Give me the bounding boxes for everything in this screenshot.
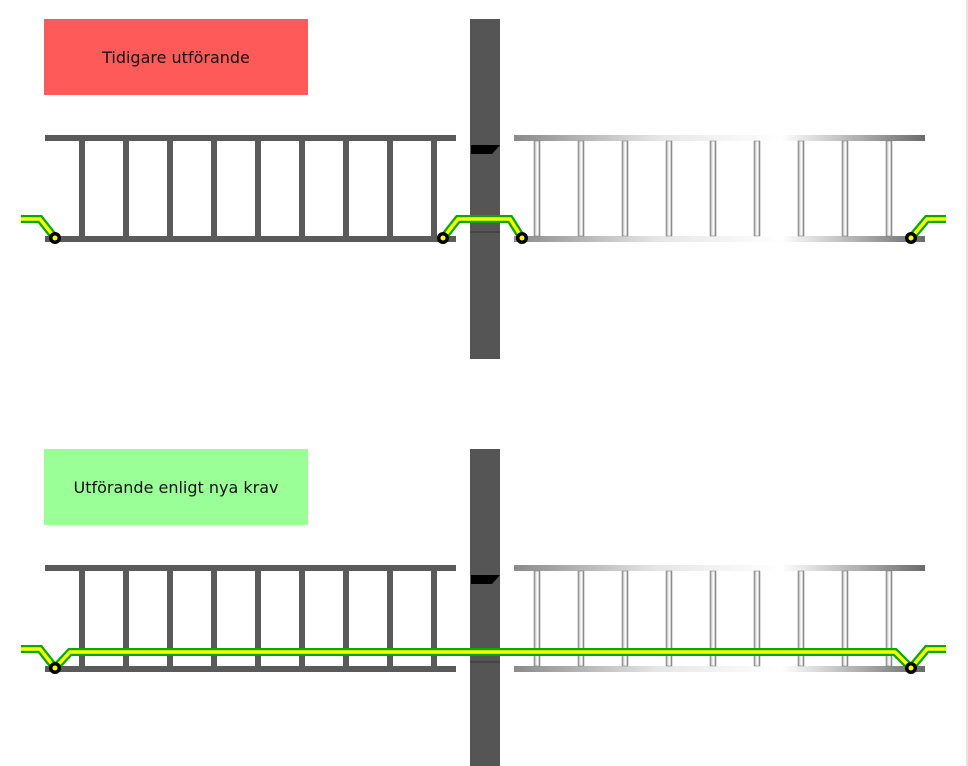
wall [470,19,500,359]
left-ladder-rung [387,141,393,236]
wall-notch [471,145,500,154]
left-ladder-rung [255,571,261,666]
right-ladder-rung [577,140,585,237]
left-ladder-rung [299,141,305,236]
left-ladder-rung [343,571,349,666]
right-ladder-rung [753,140,761,237]
right-ladder-rung [841,140,849,237]
right-ladder-rung [797,570,805,667]
right-ladder-bottom-rail [514,236,925,242]
left-ladder-rung [167,571,173,666]
connection-node-center [52,235,58,241]
label-previous-design-text: Tidigare utförande [102,47,250,67]
right-ladder-rung [621,140,629,237]
connection-node-center [440,235,446,241]
left-ladder-rung [299,571,305,666]
page-edge [966,0,968,766]
left-ladder-rung [123,571,129,666]
conductor-inner [21,217,57,240]
wall [470,449,500,766]
conductor-inner [441,217,524,240]
left-ladder-rung [167,141,173,236]
left-ladder-rung [211,571,217,666]
wall-notch [471,575,500,584]
right-ladder-rung [533,140,541,237]
label-new-design-text: Utförande enligt nya krav [73,477,279,497]
right-ladder-rung [665,570,673,667]
conductor-inner [909,217,946,240]
left-ladder-rung [79,141,85,236]
left-ladder-bottom-rail [45,236,456,242]
left-ladder-rung [123,141,129,236]
right-ladder-rung [665,140,673,237]
conductor-inner [21,647,946,671]
right-ladder-rung [709,570,717,667]
left-ladder-top-rail [45,135,456,141]
right-ladder-top-rail [514,135,925,141]
connection-node-center [519,235,525,241]
right-ladder-rung [577,570,585,667]
right-ladder-rung [753,570,761,667]
left-ladder-rung [387,571,393,666]
left-ladder-rung [79,571,85,666]
label-previous-design: Tidigare utförande [44,19,308,95]
right-ladder-bottom-rail [514,666,925,672]
right-ladder-top-rail [514,565,925,571]
left-ladder-rung [211,141,217,236]
right-ladder-rung [885,570,893,667]
left-ladder-bottom-rail [45,666,456,672]
connection-node-center [908,235,914,241]
left-ladder-rung [255,141,261,236]
connection-node-center [52,665,58,671]
label-new-design: Utförande enligt nya krav [44,449,308,525]
right-ladder-rung [709,140,717,237]
left-ladder-rung [431,571,437,666]
right-ladder-rung [533,570,541,667]
left-ladder-top-rail [45,565,456,571]
left-ladder-rung [431,141,437,236]
right-ladder-rung [885,140,893,237]
connection-node-center [908,665,914,671]
right-ladder-rung [841,570,849,667]
right-ladder-rung [621,570,629,667]
left-ladder-rung [343,141,349,236]
right-ladder-rung [797,140,805,237]
